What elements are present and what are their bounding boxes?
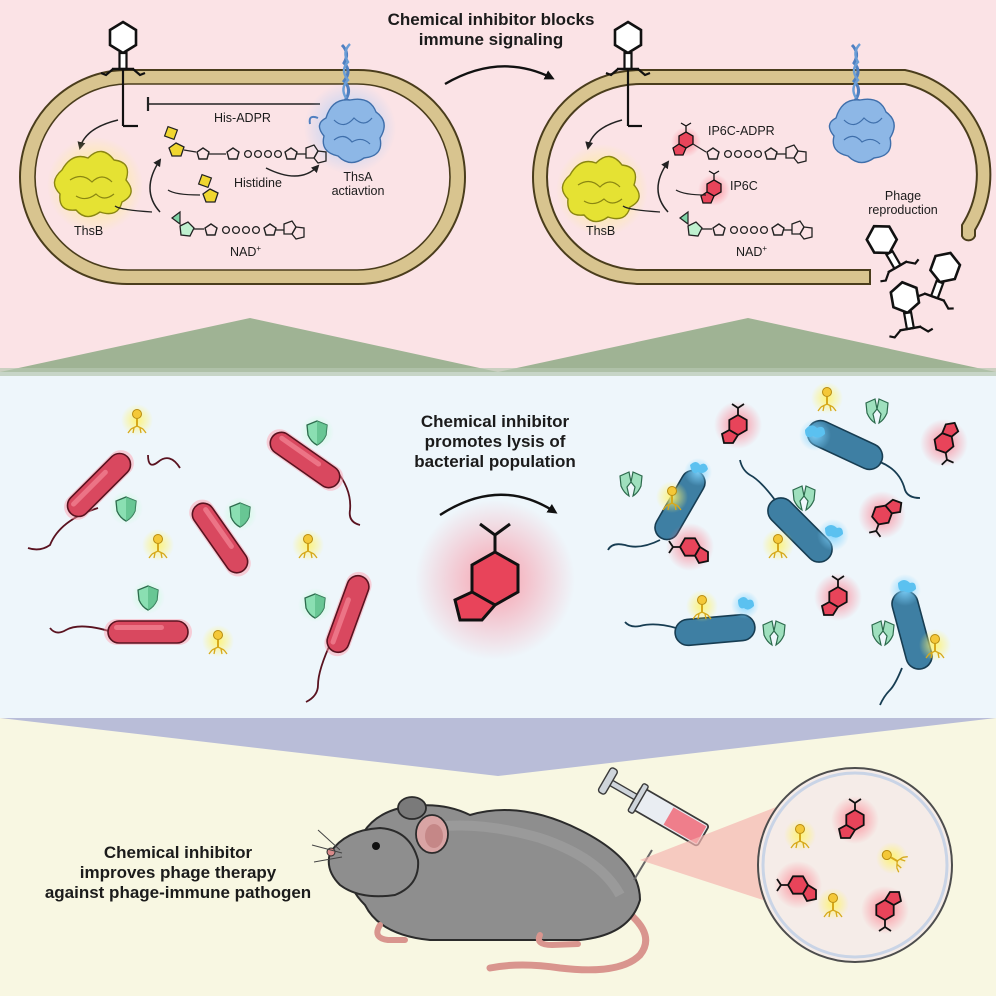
mouse-icon	[311, 796, 650, 974]
label-thsa-line1: ThsA	[343, 170, 373, 184]
shield-icon	[130, 579, 166, 615]
shield-icon	[299, 414, 335, 450]
label-thsb-right: ThsB	[586, 224, 616, 238]
label-phage-reproduction: Phage reproduction	[868, 189, 938, 217]
thsa-protein-left	[304, 43, 396, 174]
red-bacteria-population	[27, 423, 377, 703]
inhibitor-molecule-icon	[713, 400, 763, 450]
inhibitor-molecule-icon	[813, 572, 863, 622]
label-thsa: ThsA actiavtion	[332, 170, 385, 198]
phage-icon-yellow	[685, 589, 719, 623]
cell-right	[532, 69, 992, 285]
middle-title-line1: Chemical inhibitor	[420, 412, 570, 431]
thsa-protein-right-inactive	[828, 43, 895, 164]
label-phage-line2: reproduction	[868, 203, 938, 217]
bottom-title-line1: Chemical inhibitor	[103, 843, 253, 862]
middle-title-line2: promotes lysis of	[424, 432, 566, 451]
label-histidine: Histidine	[234, 176, 282, 190]
label-nad-left: NAD+	[230, 244, 261, 259]
label-ip6c: IP6C	[730, 179, 758, 193]
top-panel-title: Chemical inhibitor blocks immune signali…	[388, 10, 595, 50]
phage-icon-yellow	[918, 628, 952, 662]
ip6c-molecule	[698, 170, 730, 206]
his-adpr-molecule	[163, 125, 327, 164]
phage-icon-yellow	[783, 818, 817, 852]
phage-icon-yellow	[120, 403, 154, 437]
lysing-bacteria-population	[607, 419, 933, 706]
nad-molecule-right	[679, 210, 813, 240]
top-title-line1: Chemical inhibitor blocks	[387, 10, 595, 29]
label-nad-left-text: NAD	[230, 245, 257, 260]
inhibitor-molecule-icon	[860, 885, 910, 935]
label-nad-right-text: NAD	[736, 245, 763, 260]
label-nad-right: NAD+	[736, 244, 767, 259]
histidine-molecule	[197, 173, 219, 203]
top-transition-arrow	[444, 65, 555, 86]
funnel-left	[0, 318, 498, 372]
label-thsa-line2: actiavtion	[331, 184, 385, 198]
inhibitor-molecule-icon-large	[415, 500, 575, 660]
shield-icon	[222, 496, 258, 532]
shield-icon	[297, 587, 333, 623]
phage-icon-yellow	[810, 381, 844, 415]
label-nad-right-sup: +	[762, 244, 768, 253]
phage-icon-yellow	[201, 624, 235, 658]
phage-icon-yellow	[655, 480, 689, 514]
middle-transition-arrow	[439, 493, 558, 517]
funnel-right	[498, 318, 996, 372]
inhibitor-molecule-icon	[773, 860, 823, 910]
phage-icon-yellow	[291, 528, 325, 562]
top-title-line2: immune signaling	[418, 30, 564, 49]
middle-title-line3: bacterial population	[414, 452, 576, 471]
bottom-title-line3: against phage-immune pathogen	[44, 883, 312, 902]
inhibitor-molecule-icon	[665, 522, 715, 572]
label-his-adpr: His-ADPR	[214, 111, 271, 125]
shield-icon	[108, 490, 144, 526]
syringe-icon	[597, 767, 709, 881]
phage-icon-yellow	[816, 887, 850, 921]
phage-icon-yellow	[141, 528, 175, 562]
middle-panel-title: Chemical inhibitor promotes lysis of bac…	[414, 412, 576, 472]
label-ip6c-adpr: IP6C-ADPR	[708, 124, 775, 138]
bottom-title-line2: improves phage therapy	[79, 863, 277, 882]
thsb-protein-left	[47, 137, 143, 233]
label-nad-left-sup: +	[256, 244, 262, 253]
bottom-panel-title: Chemical inhibitor improves phage therap…	[45, 843, 311, 903]
label-thsb-left: ThsB	[74, 224, 104, 238]
label-phage-line1: Phage	[884, 189, 922, 203]
phage-icon-yellow	[761, 528, 795, 562]
ip6c-adpr-molecule	[671, 122, 807, 164]
thsb-protein-right	[556, 144, 648, 236]
inhibitor-molecule-icon	[830, 795, 880, 845]
funnel-bottom	[0, 718, 996, 776]
nad-molecule-left	[171, 210, 305, 240]
